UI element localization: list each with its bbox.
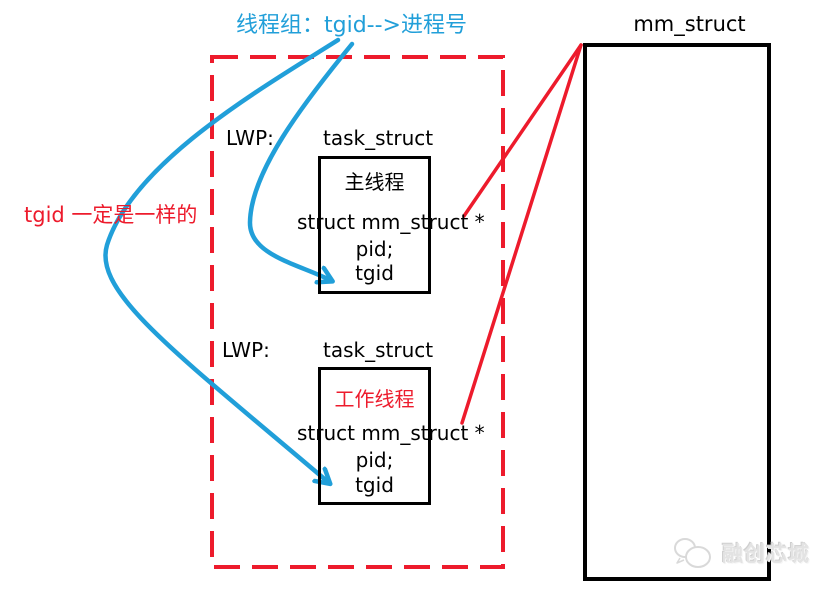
tgid-equal-note: tgid 一定是一样的 xyxy=(24,203,198,227)
field-pid-worker: pid; xyxy=(355,448,394,472)
mm-struct-box xyxy=(583,43,771,581)
thread-name-worker: 工作线程 xyxy=(334,387,415,411)
cloud-logo-icon xyxy=(674,538,711,568)
task-struct-label-main: task_struct xyxy=(323,126,434,150)
task-struct-box-main xyxy=(318,156,431,294)
field-pid-main: pid; xyxy=(355,237,394,261)
field-tgid-main: tgid xyxy=(355,261,394,285)
field-mm-struct-pointer-worker: struct mm_struct * xyxy=(297,421,485,445)
lwp-label-worker: LWP: xyxy=(222,338,270,362)
mm-struct-label: mm_struct xyxy=(633,12,746,36)
task-struct-box-worker xyxy=(318,367,431,505)
field-tgid-worker: tgid xyxy=(355,473,394,497)
watermark-text: 融创芯城 xyxy=(722,542,810,566)
thread-name-main: 主线程 xyxy=(344,170,405,194)
watermark: 融创芯城 xyxy=(672,536,810,570)
lwp-label-main: LWP: xyxy=(226,126,274,150)
diagram-title: 线程组：tgid-->进程号 xyxy=(236,13,467,38)
mm-struct-pointer-line-worker xyxy=(460,43,583,425)
field-mm-struct-pointer-main: struct mm_struct * xyxy=(297,210,485,234)
mm-struct-pointer-line-main xyxy=(462,43,583,218)
task-struct-label-worker: task_struct xyxy=(323,338,434,362)
blue-arrow-title-to-worker-tgid xyxy=(103,37,341,482)
